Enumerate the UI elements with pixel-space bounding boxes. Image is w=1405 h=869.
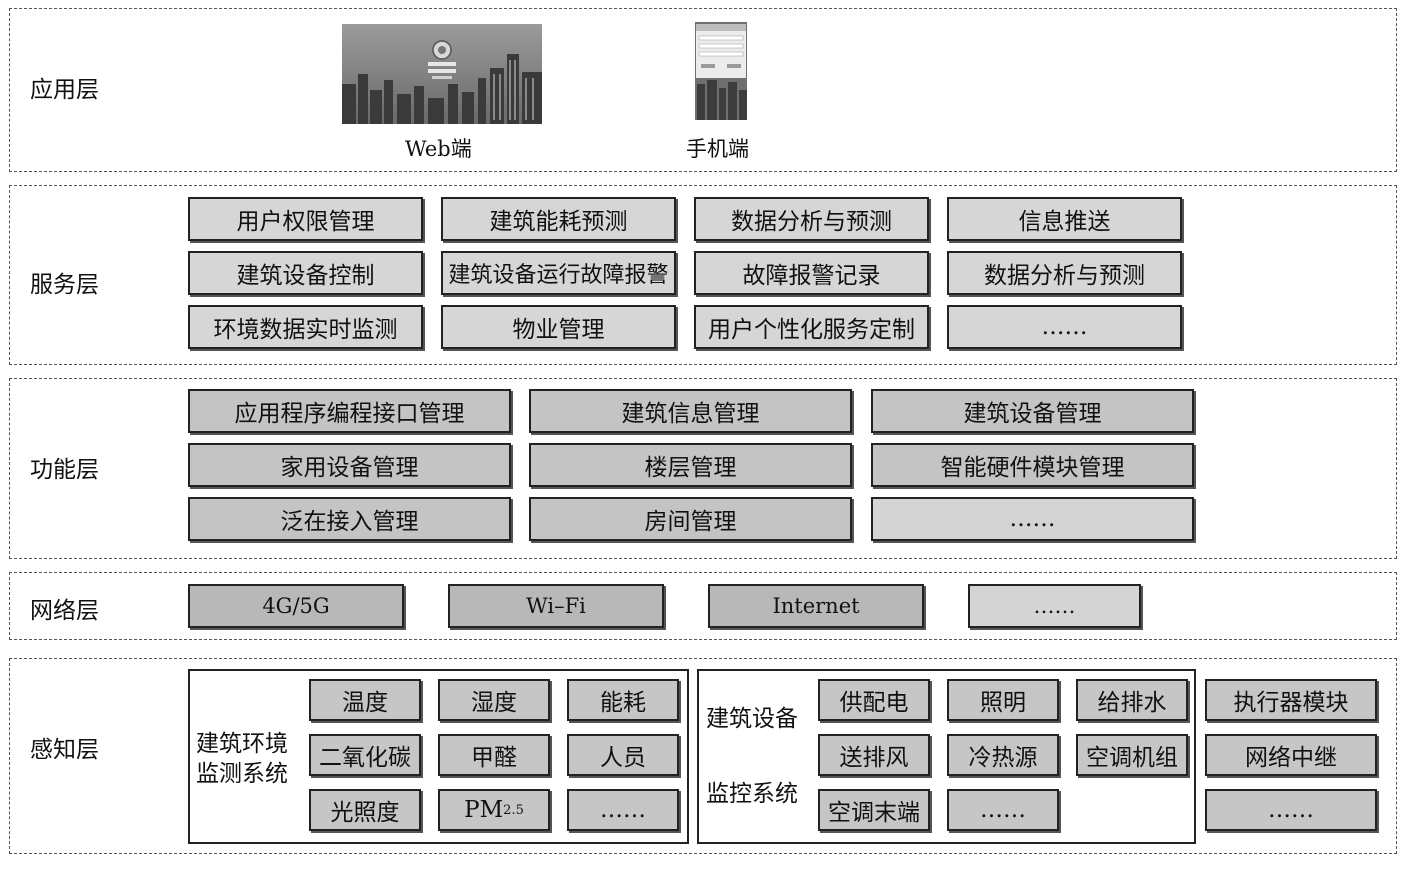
service-custom-service: 用户个性化服务定制 bbox=[694, 305, 929, 349]
function-floor-management: 楼层管理 bbox=[529, 443, 852, 487]
function-layer-label: 功能层 bbox=[30, 457, 99, 483]
function-api-management: 应用程序编程接口管理 bbox=[188, 389, 511, 433]
sensor-co2: 二氧化碳 bbox=[309, 734, 421, 776]
equip-group-label-line1: 建筑设备 bbox=[706, 706, 798, 732]
equip-ventilation: 送排风 bbox=[818, 734, 930, 776]
application-layer bbox=[9, 8, 1397, 172]
service-energy-forecast: 建筑能耗预测 bbox=[441, 197, 676, 241]
service-equipment-control: 建筑设备控制 bbox=[188, 251, 423, 295]
service-info-push: 信息推送 bbox=[947, 197, 1182, 241]
extra-more: …… bbox=[1205, 789, 1377, 831]
function-ubiquitous-access: 泛在接入管理 bbox=[188, 497, 511, 541]
equip-lighting: 照明 bbox=[947, 679, 1059, 721]
perception-layer-label: 感知层 bbox=[30, 737, 99, 763]
application-layer-label: 应用层 bbox=[30, 77, 99, 103]
equip-water-supply-drainage: 给排水 bbox=[1076, 679, 1188, 721]
network-layer-label: 网络层 bbox=[30, 598, 99, 624]
env-group-label-line1: 建筑环境 bbox=[196, 731, 288, 757]
equip-heat-cold-source: 冷热源 bbox=[947, 734, 1059, 776]
equip-power-distribution: 供配电 bbox=[818, 679, 930, 721]
equip-more: …… bbox=[947, 789, 1059, 831]
sensor-pm25-subscript: 2.5 bbox=[503, 802, 524, 818]
network-relay: 网络中继 bbox=[1205, 734, 1377, 776]
sensor-more: …… bbox=[567, 789, 679, 831]
web-screenshot-image bbox=[342, 24, 542, 124]
equip-ac-terminal: 空调末端 bbox=[818, 789, 930, 831]
network-internet: Internet bbox=[708, 584, 924, 628]
equip-group-label-line2: 监控系统 bbox=[706, 781, 798, 807]
function-building-equipment: 建筑设备管理 bbox=[871, 389, 1194, 433]
sensor-formaldehyde: 甲醛 bbox=[438, 734, 550, 776]
function-building-info: 建筑信息管理 bbox=[529, 389, 852, 433]
sensor-occupancy: 人员 bbox=[567, 734, 679, 776]
sensor-temperature: 温度 bbox=[309, 679, 421, 721]
service-alarm-records: 故障报警记录 bbox=[694, 251, 929, 295]
sensor-humidity: 湿度 bbox=[438, 679, 550, 721]
service-more: …… bbox=[947, 305, 1182, 349]
network-4g5g: 4G/5G bbox=[188, 584, 404, 628]
actuator-module: 执行器模块 bbox=[1205, 679, 1377, 721]
function-layer bbox=[9, 378, 1397, 559]
web-caption: Web端 bbox=[405, 137, 472, 161]
function-home-devices: 家用设备管理 bbox=[188, 443, 511, 487]
env-group-label-line2: 监测系统 bbox=[196, 761, 288, 787]
network-wifi: Wi–Fi bbox=[448, 584, 664, 628]
service-layer-label: 服务层 bbox=[30, 272, 99, 298]
sensor-pm25-text: PM bbox=[464, 797, 504, 823]
perception-layer bbox=[9, 658, 1397, 854]
sensor-energy: 能耗 bbox=[567, 679, 679, 721]
service-data-analysis-2: 数据分析与预测 bbox=[947, 251, 1182, 295]
equip-ac-unit: 空调机组 bbox=[1076, 734, 1188, 776]
function-smart-hardware: 智能硬件模块管理 bbox=[871, 443, 1194, 487]
mobile-screenshot-image bbox=[695, 22, 747, 120]
service-layer bbox=[9, 185, 1397, 365]
mobile-caption: 手机端 bbox=[686, 137, 749, 161]
network-more: …… bbox=[968, 584, 1141, 628]
service-env-monitoring: 环境数据实时监测 bbox=[188, 305, 423, 349]
service-user-permission: 用户权限管理 bbox=[188, 197, 423, 241]
service-data-analysis: 数据分析与预测 bbox=[694, 197, 929, 241]
function-more: …… bbox=[871, 497, 1194, 541]
service-fault-alarm: 建筑设备运行故障报警 bbox=[441, 251, 676, 295]
service-property-management: 物业管理 bbox=[441, 305, 676, 349]
sensor-illuminance: 光照度 bbox=[309, 789, 421, 831]
function-room-management: 房间管理 bbox=[529, 497, 852, 541]
network-layer bbox=[9, 572, 1397, 640]
